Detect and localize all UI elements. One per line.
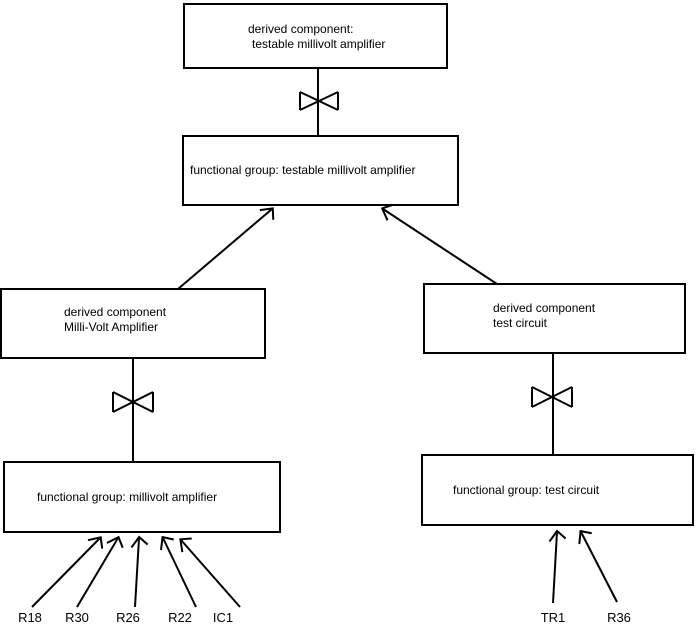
component-label-r26: R26 [116, 610, 140, 625]
node-label: functional group: testable millivolt amp… [190, 163, 416, 177]
composition-connector-right [531, 353, 573, 454]
component-label-ic1: IC1 [212, 610, 234, 625]
bowtie-icon [299, 91, 339, 111]
component-arrows-left [31, 535, 241, 608]
node-label: functional group: millivolt amplifier [37, 489, 218, 504]
node-label: Milli-Volt Amplifier [64, 320, 159, 334]
component-label-r22: R22 [168, 610, 192, 625]
node-label: testable millivolt amplifier [252, 37, 386, 51]
node-functional-group-test-circuit: functional group: test circuit [421, 454, 694, 526]
component-arrow-r18 [31, 536, 104, 608]
component-arrow-r26 [130, 535, 149, 608]
component-arrow-r30 [76, 535, 124, 608]
component-arrow-tr1 [548, 529, 567, 604]
node-label: functional group: test circuit [453, 482, 600, 497]
component-label-tr1: TR1 [540, 610, 566, 625]
node-label: test circuit [493, 316, 548, 330]
component-arrows-right [548, 529, 618, 604]
node-label: derived component [64, 305, 167, 319]
node-functional-group-millivolt-amplifier: functional group: millivolt amplifier [3, 461, 281, 533]
bowtie-icon [531, 386, 573, 408]
component-label-r18: R18 [18, 610, 42, 625]
node-derived-testable-amplifier: derived component: testable millivolt am… [183, 3, 448, 69]
component-arrow-r36 [578, 529, 618, 603]
composition-connector-top [299, 68, 339, 135]
composition-connector-left [112, 358, 154, 461]
node-derived-millivolt-amplifier: derived component Milli-Volt Amplifier [0, 288, 266, 359]
component-arrow-r22 [160, 535, 197, 608]
bowtie-icon [112, 391, 154, 413]
node-derived-test-circuit: derived component test circuit [423, 283, 686, 354]
node-label: derived component: [248, 22, 354, 36]
component-label-r36: R36 [607, 610, 631, 625]
component-label-r30: R30 [65, 610, 89, 625]
node-functional-group-testable-amplifier: functional group: testable millivolt amp… [182, 135, 459, 206]
node-label: derived component [493, 301, 596, 315]
generalization-arrow-left [177, 207, 275, 290]
component-arrow-ic1 [179, 537, 241, 608]
generalization-arrow-right [380, 203, 498, 285]
